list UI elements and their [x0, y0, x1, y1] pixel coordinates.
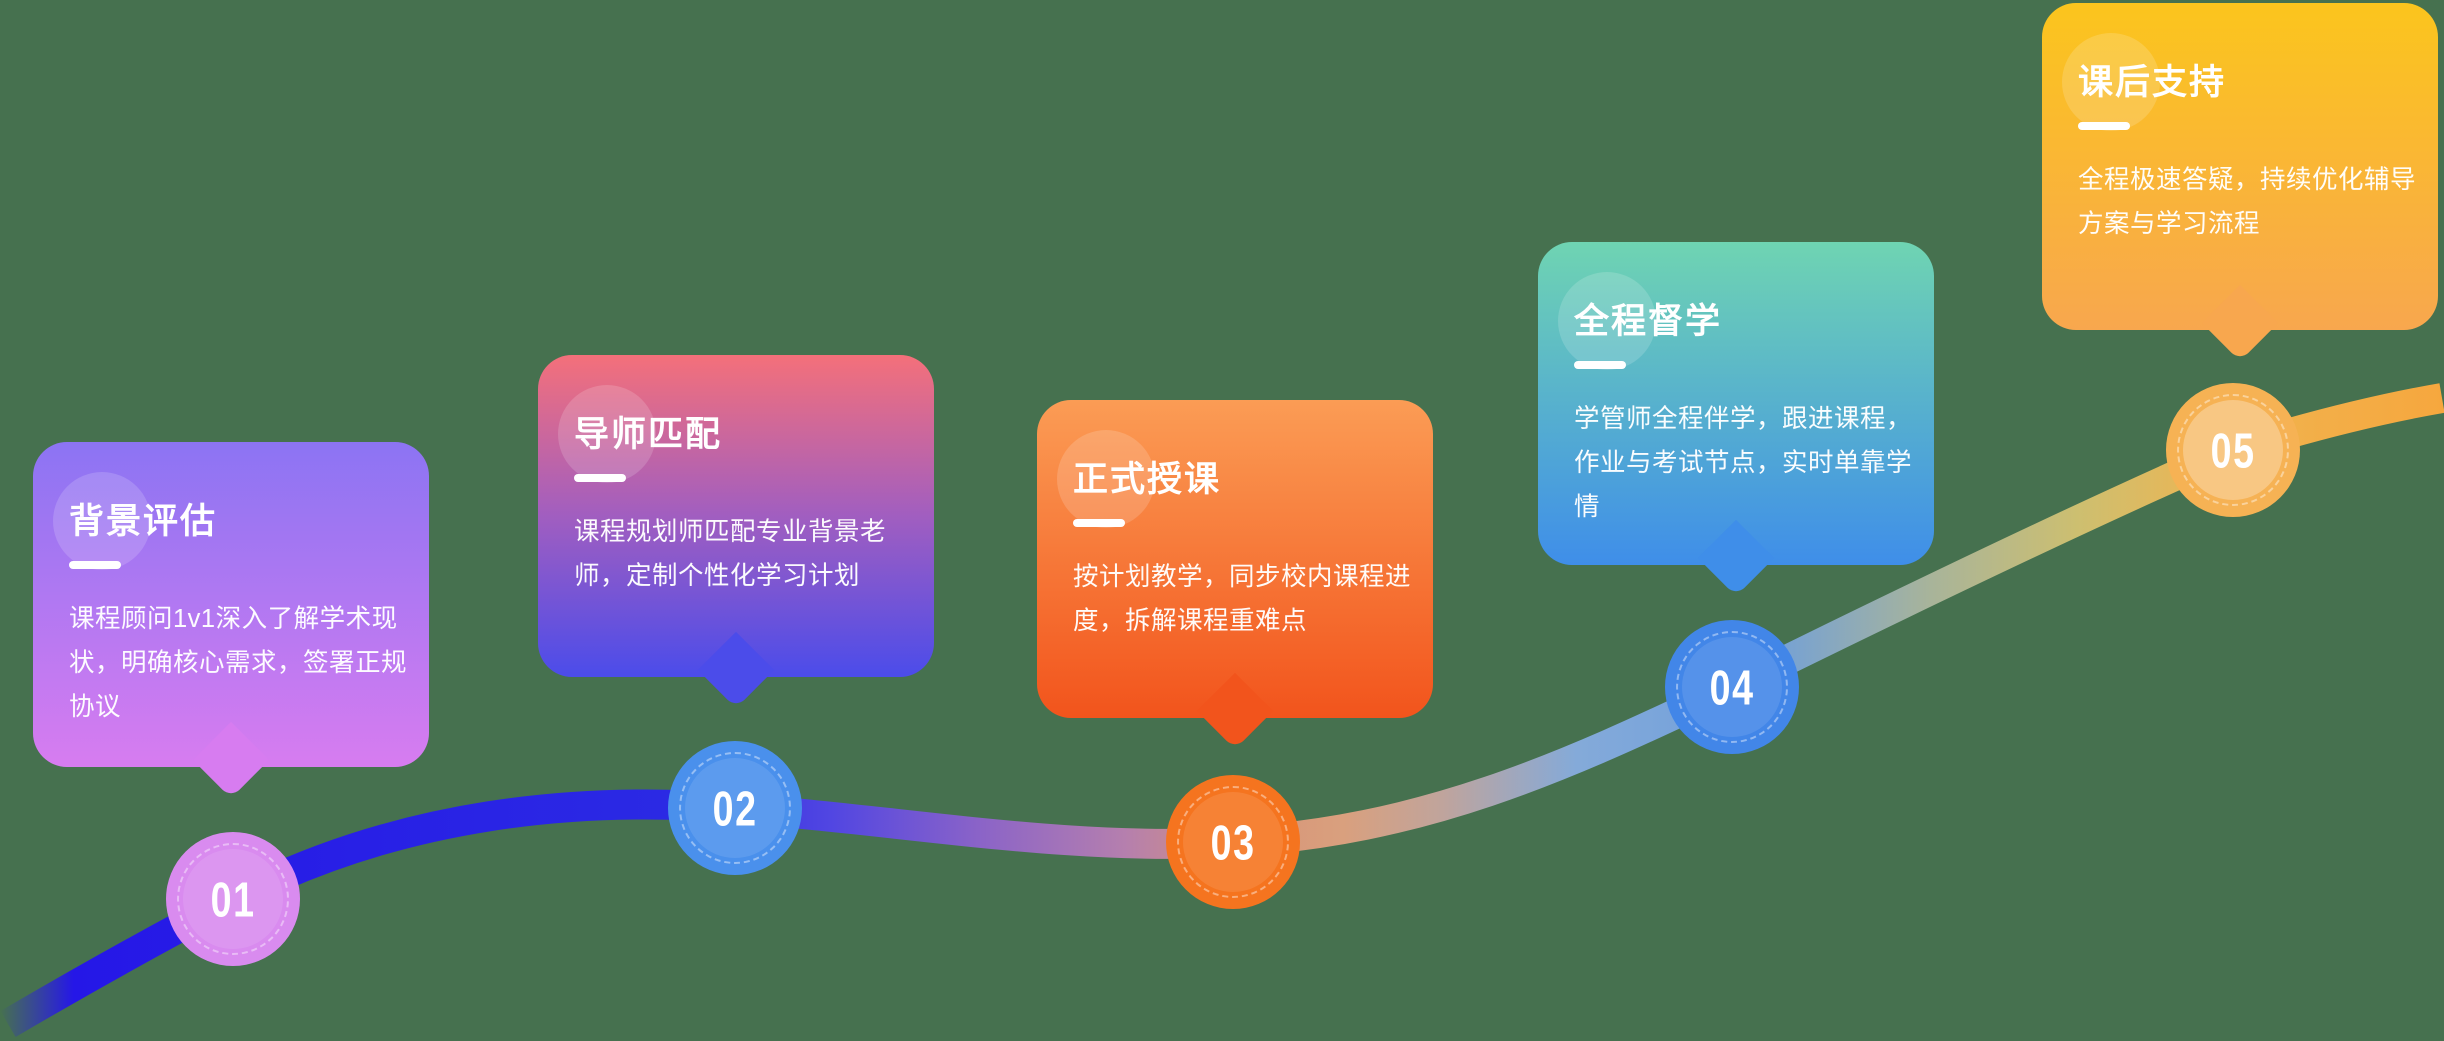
step-card-mentor-matching: 导师匹配 课程规划师匹配专业背景老 师，定制个性化学习计划 [538, 355, 934, 709]
title-underline [1574, 360, 1626, 369]
card-description: 按计划教学，同步校内课程进 度，拆解课程重难点 [1073, 562, 1412, 635]
card-description: 全程极速答疑，持续优化辅导 方案与学习流程 [2078, 165, 2417, 238]
card-title: 导师匹配 [574, 415, 723, 454]
step-circle-03: 03 [1166, 775, 1300, 909]
card-description: 学管师全程伴学，跟进课程， 作业与考试节点，实时单靠学 情 [1574, 404, 1913, 521]
step-number-05: 05 [2210, 422, 2256, 478]
title-underline [69, 560, 121, 569]
step-card-full-supervision: 全程督学 学管师全程伴学，跟进课程， 作业与考试节点，实时单靠学 情 [1538, 242, 1934, 597]
step-card-formal-teaching: 正式授课 按计划教学，同步校内课程进 度，拆解课程重难点 [1037, 400, 1433, 750]
step-number-04: 04 [1709, 659, 1755, 715]
step-card-after-class-support: 课后支持 全程极速答疑，持续优化辅导 方案与学习流程 [2042, 3, 2438, 362]
card-title: 课后支持 [2078, 63, 2227, 102]
step-number-03: 03 [1210, 814, 1256, 870]
card-description: 课程顾问1v1深入了解学术现 状，明确核心需求，签署正规 协议 [69, 604, 408, 721]
step-circle-02: 02 [668, 741, 802, 875]
title-underline [574, 473, 626, 482]
step-card-background-assessment: 背景评估 课程顾问1v1深入了解学术现 状，明确核心需求，签署正规 协议 [33, 442, 429, 799]
card-title: 背景评估 [69, 502, 218, 541]
step-circle-05: 05 [2166, 383, 2300, 517]
step-number-01: 01 [210, 871, 256, 927]
card-title: 全程督学 [1574, 302, 1723, 341]
step-circle-01: 01 [166, 832, 300, 966]
card-title: 正式授课 [1073, 460, 1222, 499]
step-number-02: 02 [712, 780, 758, 836]
step-circle-04: 04 [1665, 620, 1799, 754]
title-underline [1073, 518, 1125, 527]
title-underline [2078, 121, 2130, 130]
card-description: 课程规划师匹配专业背景老 师，定制个性化学习计划 [574, 517, 887, 590]
